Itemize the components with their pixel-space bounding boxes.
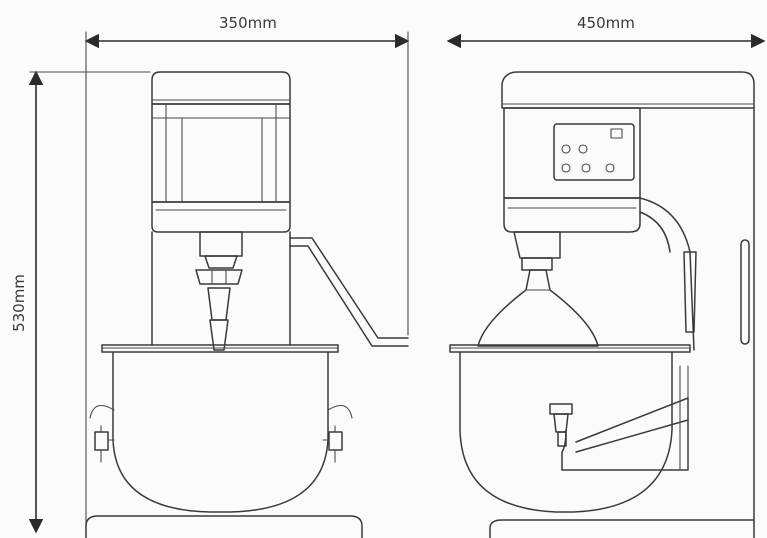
- control-panel: [553, 123, 635, 181]
- control-knob-icon: [578, 144, 588, 154]
- dimension-width-front: [84, 31, 410, 531]
- lever-handle: [740, 239, 750, 345]
- dimension-height: [28, 70, 151, 534]
- switch-icon: [610, 128, 623, 139]
- control-knob-icon: [581, 163, 591, 173]
- mixer-side-view: [449, 71, 755, 538]
- control-knob-icon: [561, 163, 571, 173]
- control-knob-icon: [605, 163, 615, 173]
- width-side-label: 450mm: [577, 14, 635, 32]
- width-front-label: 350mm: [219, 14, 277, 32]
- mixer-front-view: [85, 71, 409, 538]
- control-knob-icon: [561, 144, 571, 154]
- height-label: 530mm: [9, 274, 28, 332]
